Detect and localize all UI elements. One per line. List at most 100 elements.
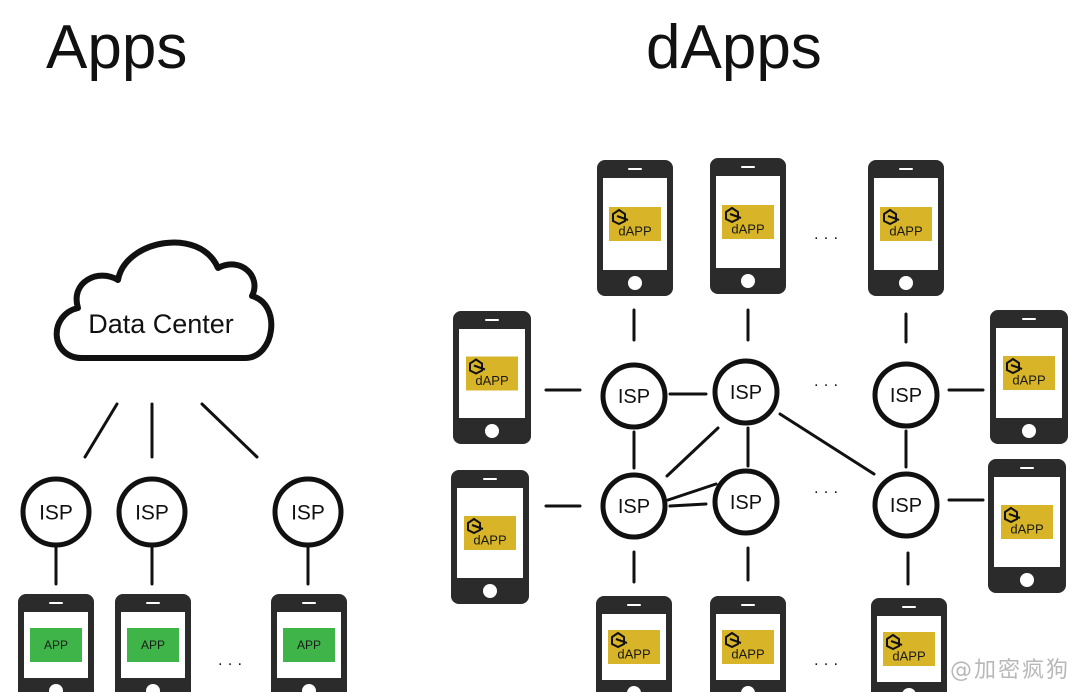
isp-label: ISP — [135, 502, 169, 525]
dapps-phone-bottom-1: dAPP — [596, 596, 672, 692]
hex-logo-stroke — [887, 215, 900, 221]
isp-label: ISP — [890, 385, 922, 407]
dapps-ellipsis-middle-1: · · · — [814, 377, 839, 394]
connector-line — [200, 402, 259, 459]
isp-circle — [20, 476, 92, 548]
connector-line — [778, 412, 876, 476]
dapp-label: dAPP — [731, 647, 764, 662]
app-badge — [30, 628, 82, 662]
hex-logo-shape — [611, 631, 625, 649]
dapp-label: dAPP — [731, 222, 764, 237]
dapps-phone-top-3: dAPP — [868, 160, 944, 296]
home-button-icon — [628, 276, 642, 290]
app-label: APP — [44, 638, 68, 652]
dapps-phone-right-2: dAPP — [988, 459, 1066, 593]
connection-lines — [54, 308, 985, 586]
home-button-icon — [302, 684, 316, 692]
home-button-icon — [741, 274, 755, 288]
home-button-icon — [1020, 573, 1034, 587]
connector-line — [666, 482, 718, 502]
isp-label: ISP — [291, 502, 325, 525]
dapps-phone-left-1: dAPP — [453, 311, 531, 444]
home-button-icon — [485, 424, 499, 438]
apps-isp-1: ISP — [20, 476, 92, 548]
dapps-isp-1: ISP — [600, 362, 668, 430]
connector-line — [668, 502, 708, 508]
dapps-isp-3: ISP — [872, 361, 940, 429]
hex-logo-shape — [469, 358, 483, 375]
apps-phone-2: APP — [115, 594, 191, 692]
dapps-phone-bottom-3: dAPP — [871, 598, 947, 692]
app-label: APP — [141, 638, 165, 652]
isp-circle — [272, 476, 344, 548]
apps-phone-3: APP — [271, 594, 347, 692]
hex-logo-icon — [467, 517, 484, 535]
dapps-ellipsis-middle-2: · · · — [814, 484, 839, 501]
dapps-phone-top-1: dAPP — [597, 160, 673, 296]
isp-circle — [712, 468, 780, 536]
hex-logo-shape — [725, 206, 739, 224]
isp-circle — [600, 362, 668, 430]
dapps-isp-6: ISP — [872, 471, 940, 539]
dapp-label: dAPP — [473, 533, 506, 548]
hex-logo-shape — [886, 633, 900, 651]
dapp-label: dAPP — [1012, 373, 1045, 388]
dapps-isp-4: ISP — [600, 472, 668, 540]
home-button-icon — [483, 584, 497, 598]
hex-logo-shape — [1004, 506, 1018, 524]
hex-logo-icon — [1006, 357, 1023, 375]
isp-label: ISP — [618, 496, 650, 518]
home-button-icon — [899, 276, 913, 290]
hex-logo-icon — [725, 631, 742, 649]
hex-logo-icon — [725, 206, 742, 224]
hex-logo-icon — [886, 633, 903, 651]
dapps-ellipsis-top: · · · — [814, 230, 839, 247]
isp-label: ISP — [730, 382, 762, 404]
dapp-label: dAPP — [617, 647, 650, 662]
isp-circle — [872, 361, 940, 429]
apps-ellipsis: · · · — [218, 656, 243, 673]
hex-logo-icon — [883, 208, 900, 226]
app-label: APP — [297, 638, 321, 652]
dapp-label: dAPP — [892, 649, 925, 664]
hex-logo-shape — [725, 631, 739, 649]
hex-logo-icon — [469, 358, 486, 375]
app-badge — [283, 628, 335, 662]
apps-isp-2: ISP — [116, 476, 188, 548]
isp-label: ISP — [618, 386, 650, 408]
hex-logo-icon — [1004, 506, 1021, 524]
hex-logo-shape — [612, 208, 626, 226]
hex-logo-shape — [883, 208, 897, 226]
hex-logo-stroke — [890, 640, 903, 646]
hex-logo-stroke — [615, 638, 628, 644]
cloud-icon: Data Center — [53, 239, 275, 361]
dapp-label: dAPP — [889, 224, 922, 239]
hex-logo-stroke — [471, 524, 484, 530]
dapps-phone-right-1: dAPP — [990, 310, 1068, 444]
home-button-icon — [49, 684, 63, 692]
hex-logo-stroke — [616, 215, 629, 221]
hex-logo-shape — [1006, 357, 1020, 375]
hex-logo-stroke — [729, 213, 742, 219]
connector-line — [665, 426, 720, 478]
watermark: @加密疯狗 — [949, 658, 1070, 683]
app-badge — [127, 628, 179, 662]
apps-isp-3: ISP — [272, 476, 344, 548]
dapps-ellipsis-bottom: · · · — [814, 656, 839, 673]
cloud-outline — [53, 239, 275, 361]
dapps-phone-top-2: dAPP — [710, 158, 786, 294]
isp-circle — [872, 471, 940, 539]
hex-logo-stroke — [1008, 513, 1021, 519]
data-center-label: Data Center — [88, 309, 234, 339]
apps-phone-1: APP — [18, 594, 94, 692]
hex-logo-stroke — [473, 364, 486, 371]
isp-label: ISP — [890, 495, 922, 517]
apps-title: Apps — [46, 13, 188, 82]
isp-circle — [116, 476, 188, 548]
home-button-icon — [146, 684, 160, 692]
home-button-icon — [627, 686, 641, 692]
home-button-icon — [741, 686, 755, 692]
dapps-title: dApps — [646, 13, 822, 82]
